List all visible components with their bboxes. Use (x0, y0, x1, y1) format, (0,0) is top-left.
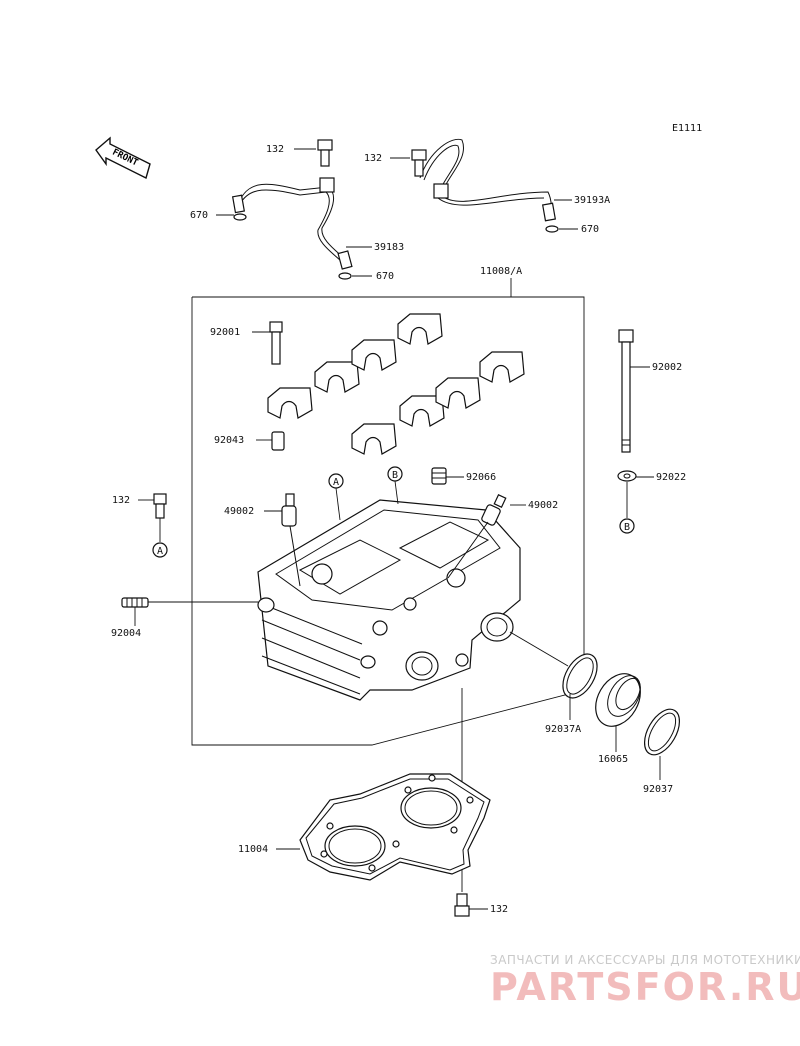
plug-92066 (431, 467, 447, 485)
camshaft-caps (267, 313, 525, 455)
oring-670-left (233, 213, 247, 221)
label-132-c: 132 (112, 495, 130, 506)
oring-670-right (545, 225, 559, 233)
label-11008a: 11008/A (480, 266, 522, 277)
bolt-132-left-top (317, 139, 333, 167)
label-39183: 39183 (374, 242, 404, 253)
valve-49002-right (447, 493, 507, 579)
callout-a-left (152, 542, 168, 558)
oil-pipe-39193a (419, 138, 557, 222)
callout-a-left-text: A (157, 546, 163, 557)
bolt-132-left-mid (153, 493, 167, 519)
callout-a-head-text: A (333, 477, 339, 488)
label-92043: 92043 (214, 435, 244, 446)
cylinder-head (257, 499, 521, 701)
stud-92004 (121, 597, 149, 608)
callout-b-head-text: B (392, 470, 398, 481)
bolt-92002 (618, 329, 634, 453)
label-92001: 92001 (210, 327, 240, 338)
label-670-a: 670 (190, 210, 208, 221)
watermark-brand: PARTSFOR.RU (490, 965, 800, 1009)
label-670-c: 670 (581, 224, 599, 235)
clamp-92037 (643, 708, 681, 756)
label-49002-left: 49002 (224, 506, 254, 517)
front-arrow-icon: FRONT (95, 136, 151, 180)
label-16065: 16065 (598, 754, 628, 765)
valve-49002-left (281, 493, 301, 587)
label-92037: 92037 (643, 784, 673, 795)
label-92066: 92066 (466, 472, 496, 483)
label-92002: 92002 (652, 362, 682, 373)
callout-b-right (619, 518, 635, 534)
diagram-code: E1111 (672, 123, 702, 134)
label-92004: 92004 (111, 628, 141, 639)
label-39193a: 39193A (574, 195, 610, 206)
carb-holder-16065 (595, 673, 641, 727)
label-11004: 11004 (238, 844, 268, 855)
oring-670-bottom (338, 272, 352, 280)
watermark-tagline: ЗАПЧАСТИ И АКСЕССУАРЫ ДЛЯ МОТОТЕХНИКИ (490, 953, 800, 967)
callout-b-right-text: B (624, 522, 630, 533)
head-gasket-11004 (299, 773, 491, 881)
bolt-132-bottom (454, 893, 470, 917)
label-132-b: 132 (364, 153, 382, 164)
oil-pipe-39183 (231, 177, 353, 270)
label-92037a: 92037A (545, 724, 581, 735)
label-92022: 92022 (656, 472, 686, 483)
label-49002-right: 49002 (528, 500, 558, 511)
label-132-a: 132 (266, 144, 284, 155)
dowel-92043 (271, 431, 285, 451)
bolt-92001 (269, 321, 283, 365)
label-670-b: 670 (376, 271, 394, 282)
label-132-d: 132 (490, 904, 508, 915)
bolt-132-right-top (411, 149, 427, 177)
washer-92022 (617, 470, 637, 482)
clamp-92037a (562, 653, 598, 699)
assembly-frame (191, 296, 585, 746)
